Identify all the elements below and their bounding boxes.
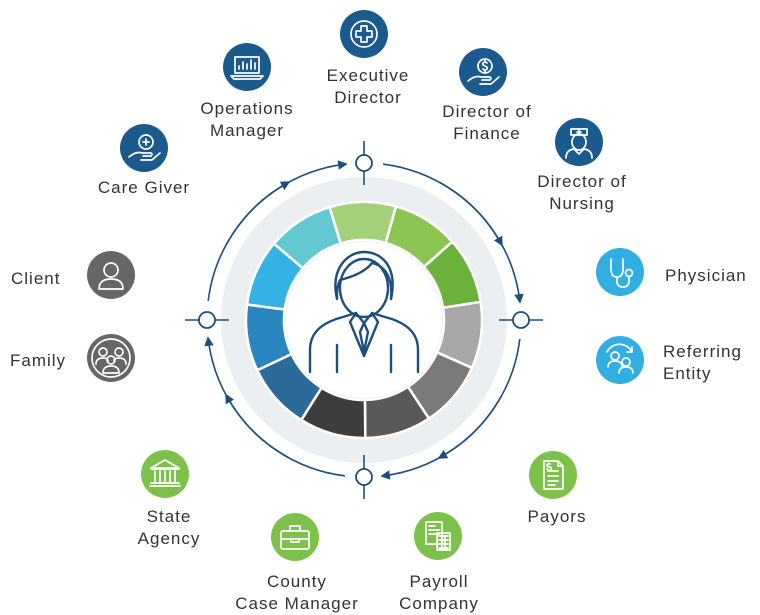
operations-manager-label: Operations Manager — [200, 99, 294, 140]
referral-people-icon — [596, 336, 644, 384]
nurse-icon — [555, 118, 603, 166]
county-case-manager-label: County Case Manager — [235, 572, 359, 613]
cycle-arrow — [439, 181, 524, 304]
family-group-icon — [87, 334, 135, 382]
ring-segments — [244, 200, 484, 440]
icon-disc — [529, 451, 577, 499]
referring-entity-label: Referring Entity — [663, 342, 742, 383]
stakeholder-icons — [87, 10, 644, 561]
ring-segment — [272, 205, 343, 271]
briefcase-icon — [271, 513, 319, 561]
cycle-arrow — [380, 395, 503, 480]
director-of-nursing-label: Director of Nursing — [537, 172, 627, 213]
icon-disc — [87, 334, 135, 382]
physician-label: Physician — [665, 266, 747, 285]
cycle-arrow — [204, 336, 289, 459]
state-agency-label: State Agency — [137, 507, 201, 548]
node-circle — [512, 311, 530, 329]
payroll-company-label: Payroll Company — [399, 572, 479, 613]
family-label: Family — [10, 351, 67, 370]
cycle-arrow — [225, 160, 348, 245]
care-giver-label: Care Giver — [97, 178, 191, 197]
laptop-chart-icon — [223, 43, 271, 91]
node-circle — [355, 468, 373, 486]
client-label: Client — [11, 269, 61, 288]
icon-disc — [87, 251, 135, 299]
icon-disc — [414, 512, 462, 560]
icon-disc — [271, 513, 319, 561]
medical-cross-icon — [340, 10, 388, 58]
payroll-calculator-icon — [414, 512, 462, 560]
icon-disc — [596, 336, 644, 384]
payors-label: Payors — [527, 507, 587, 526]
government-building-icon — [141, 450, 189, 498]
cycle-arrows — [204, 160, 524, 480]
stethoscope-icon — [596, 248, 644, 296]
arrow-nodes — [185, 141, 543, 499]
icon-disc — [596, 248, 644, 296]
node-circle — [198, 311, 216, 329]
caring-hand-icon — [120, 124, 168, 172]
person-icon — [87, 251, 135, 299]
professional-person-icon — [308, 250, 420, 374]
executive-director-label: Executive Director — [326, 66, 410, 107]
node-circle — [355, 154, 373, 172]
dollar-hand-icon — [459, 48, 507, 96]
icon-disc — [555, 118, 603, 166]
document-dollar-icon — [529, 451, 577, 499]
center-disc — [286, 242, 442, 398]
icon-disc — [340, 10, 388, 58]
director-of-finance-label: Director of Finance — [442, 102, 532, 143]
